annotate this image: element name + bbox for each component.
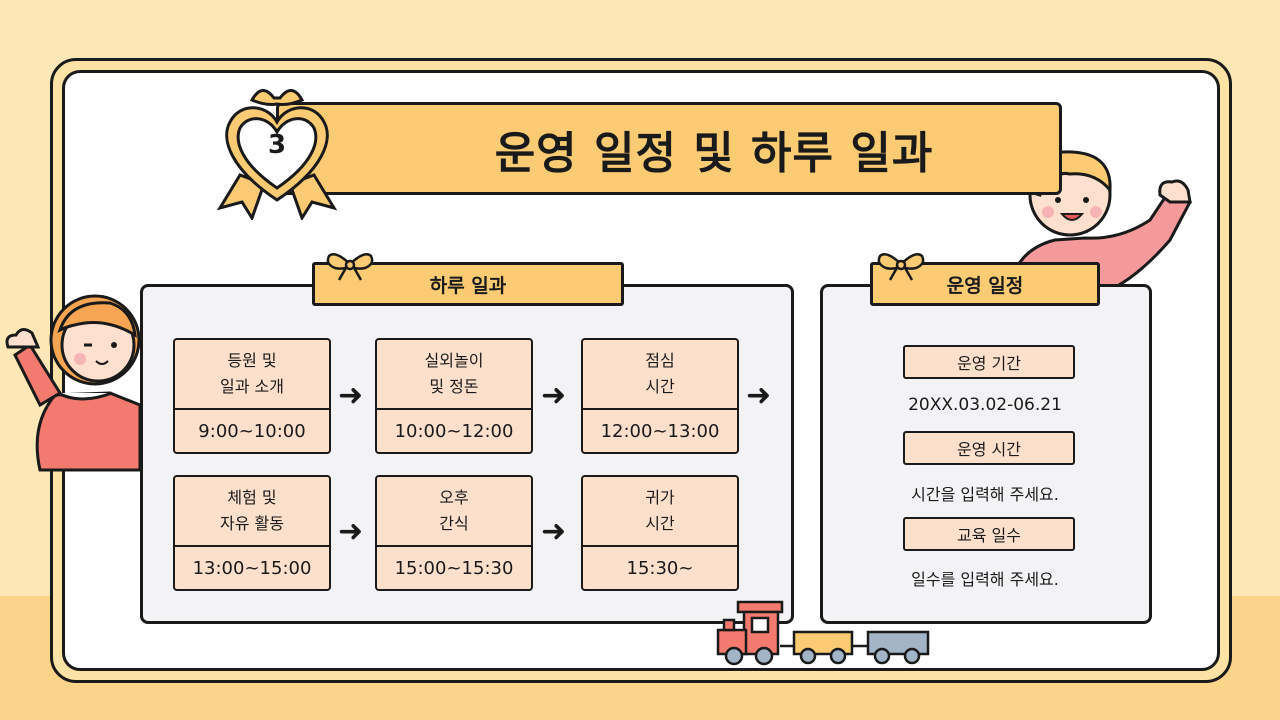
education-days-label: 교육 일수 xyxy=(903,517,1075,551)
routine-activity: 체험 및 자유 활동 xyxy=(175,477,329,547)
routine-time: 12:00~13:00 xyxy=(600,420,720,442)
bow-icon xyxy=(326,253,374,281)
routine-card: 등원 및 일과 소개 9:00~10:00 xyxy=(173,338,331,454)
operation-hours-label: 운영 시간 xyxy=(903,431,1075,465)
routine-activity: 실외놀이 및 정돈 xyxy=(377,340,531,410)
routine-time: 13:00~15:00 xyxy=(192,557,312,579)
arrow-right-icon: ➜ xyxy=(338,514,364,549)
routine-card: 체험 및 자유 활동 13:00~15:00 xyxy=(173,475,331,591)
routine-activity: 등원 및 일과 소개 xyxy=(175,340,329,410)
routine-activity: 점심 시간 xyxy=(583,340,737,410)
routine-time: 15:00~15:30 xyxy=(394,557,514,579)
education-days-value: 일수를 입력해 주세요. xyxy=(911,570,1059,589)
routine-time: 9:00~10:00 xyxy=(198,420,306,442)
routine-card: 오후 간식 15:00~15:30 xyxy=(375,475,533,591)
heart-ribbon-badge-icon xyxy=(216,89,338,220)
operation-hours-value: 시간을 입력해 주세요. xyxy=(911,485,1059,504)
routine-activity: 오후 간식 xyxy=(377,477,531,547)
arrow-right-icon: ➜ xyxy=(338,378,364,413)
routine-card: 점심 시간 12:00~13:00 xyxy=(581,338,739,454)
section-number: 3 xyxy=(267,130,287,160)
toy-train-illustration xyxy=(716,600,930,666)
routine-time: 10:00~12:00 xyxy=(394,420,514,442)
routine-activity: 귀가 시간 xyxy=(583,477,737,547)
girl-character-illustration xyxy=(5,294,142,472)
bow-icon xyxy=(877,253,925,281)
arrow-right-icon: ➜ xyxy=(541,378,567,413)
operation-period-label: 운영 기간 xyxy=(903,345,1075,379)
title-banner: 운영 일정 및 하루 일과 xyxy=(276,102,1062,195)
operation-period-value: 20XX.03.02-06.21 xyxy=(908,395,1062,415)
arrow-right-icon: ➜ xyxy=(541,514,567,549)
routine-time: 15:30~ xyxy=(626,557,694,579)
routine-card: 실외놀이 및 정돈 10:00~12:00 xyxy=(375,338,533,454)
routine-card: 귀가 시간 15:30~ xyxy=(581,475,739,591)
arrow-right-icon: ➜ xyxy=(746,378,772,413)
page-title: 운영 일정 및 하루 일과 xyxy=(494,127,934,179)
